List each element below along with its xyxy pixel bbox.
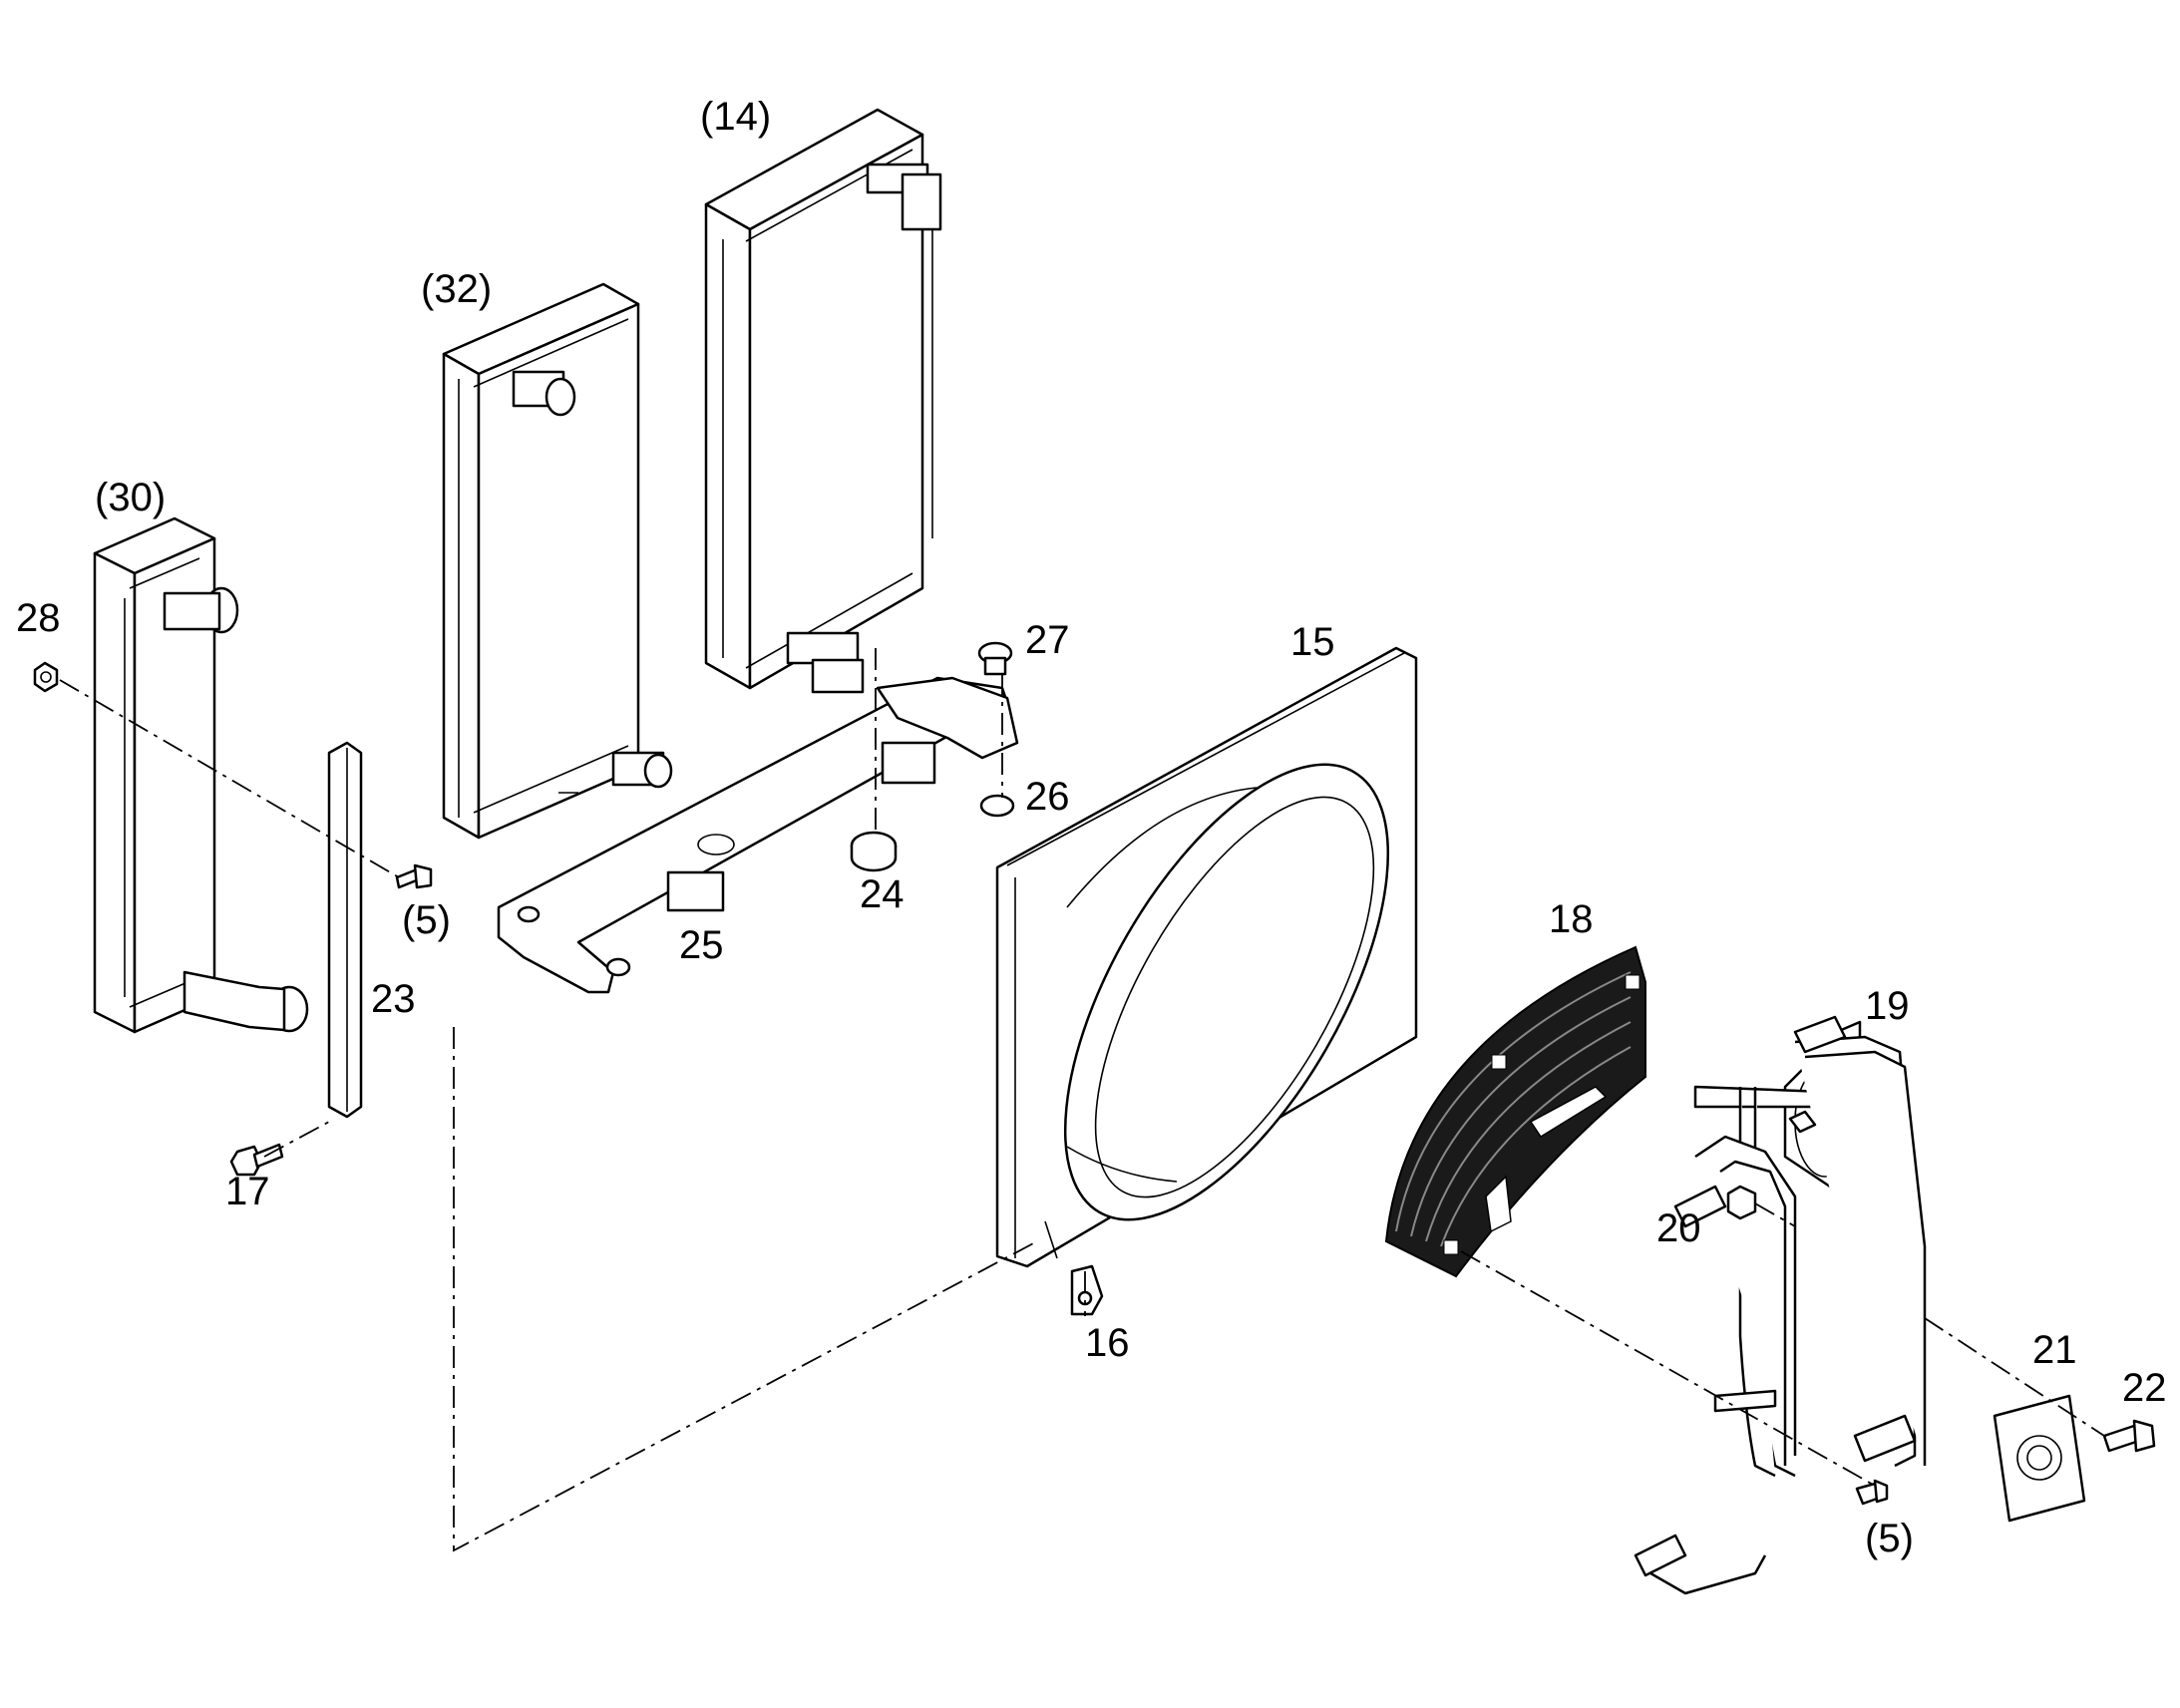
nut-28 — [33, 661, 59, 693]
callout-19: 19 — [1865, 984, 1910, 1028]
callout-17: 17 — [225, 1170, 270, 1213]
callout-26: 26 — [1025, 775, 1070, 819]
callout-15: 15 — [1290, 620, 1335, 664]
bolt-5-left — [395, 863, 433, 889]
callout-24: 24 — [860, 872, 905, 916]
frame-19 — [1634, 1015, 1927, 1595]
callout-27: 27 — [1025, 618, 1070, 662]
callout-5-left: (5) — [402, 898, 451, 942]
strip-23 — [327, 741, 363, 1119]
callout-28: 28 — [16, 596, 61, 640]
leader-lines — [59, 648, 2105, 1552]
callout-25: 25 — [679, 923, 724, 967]
callout-30: (30) — [95, 476, 166, 519]
callout-14: (14) — [700, 95, 771, 139]
nut-20 — [1726, 1185, 1757, 1220]
bolt-5-right — [1855, 1479, 1889, 1506]
bolt-22 — [2102, 1419, 2156, 1453]
clip-16 — [1070, 1264, 1104, 1316]
cooler-14 — [704, 108, 942, 694]
shroud-15 — [995, 646, 1418, 1268]
callout-32: (32) — [421, 267, 492, 311]
callout-21: 21 — [2032, 1328, 2077, 1372]
callout-18: 18 — [1549, 897, 1594, 941]
cooler-32 — [442, 282, 673, 840]
cooler-30 — [93, 516, 309, 1034]
fan-guard-18 — [1384, 945, 1646, 1278]
mount-24 — [850, 831, 898, 872]
mount-26 — [979, 794, 1015, 818]
callout-16: 16 — [1085, 1321, 1130, 1365]
callout-20: 20 — [1656, 1206, 1701, 1250]
bolt-frame — [1788, 1110, 1817, 1134]
bracket-25 — [497, 676, 1019, 994]
plate-21 — [1993, 1394, 2086, 1523]
mount-27 — [977, 641, 1013, 676]
callout-5-right: (5) — [1865, 1517, 1914, 1560]
callout-22: 22 — [2122, 1366, 2167, 1410]
callout-23: 23 — [371, 977, 416, 1021]
